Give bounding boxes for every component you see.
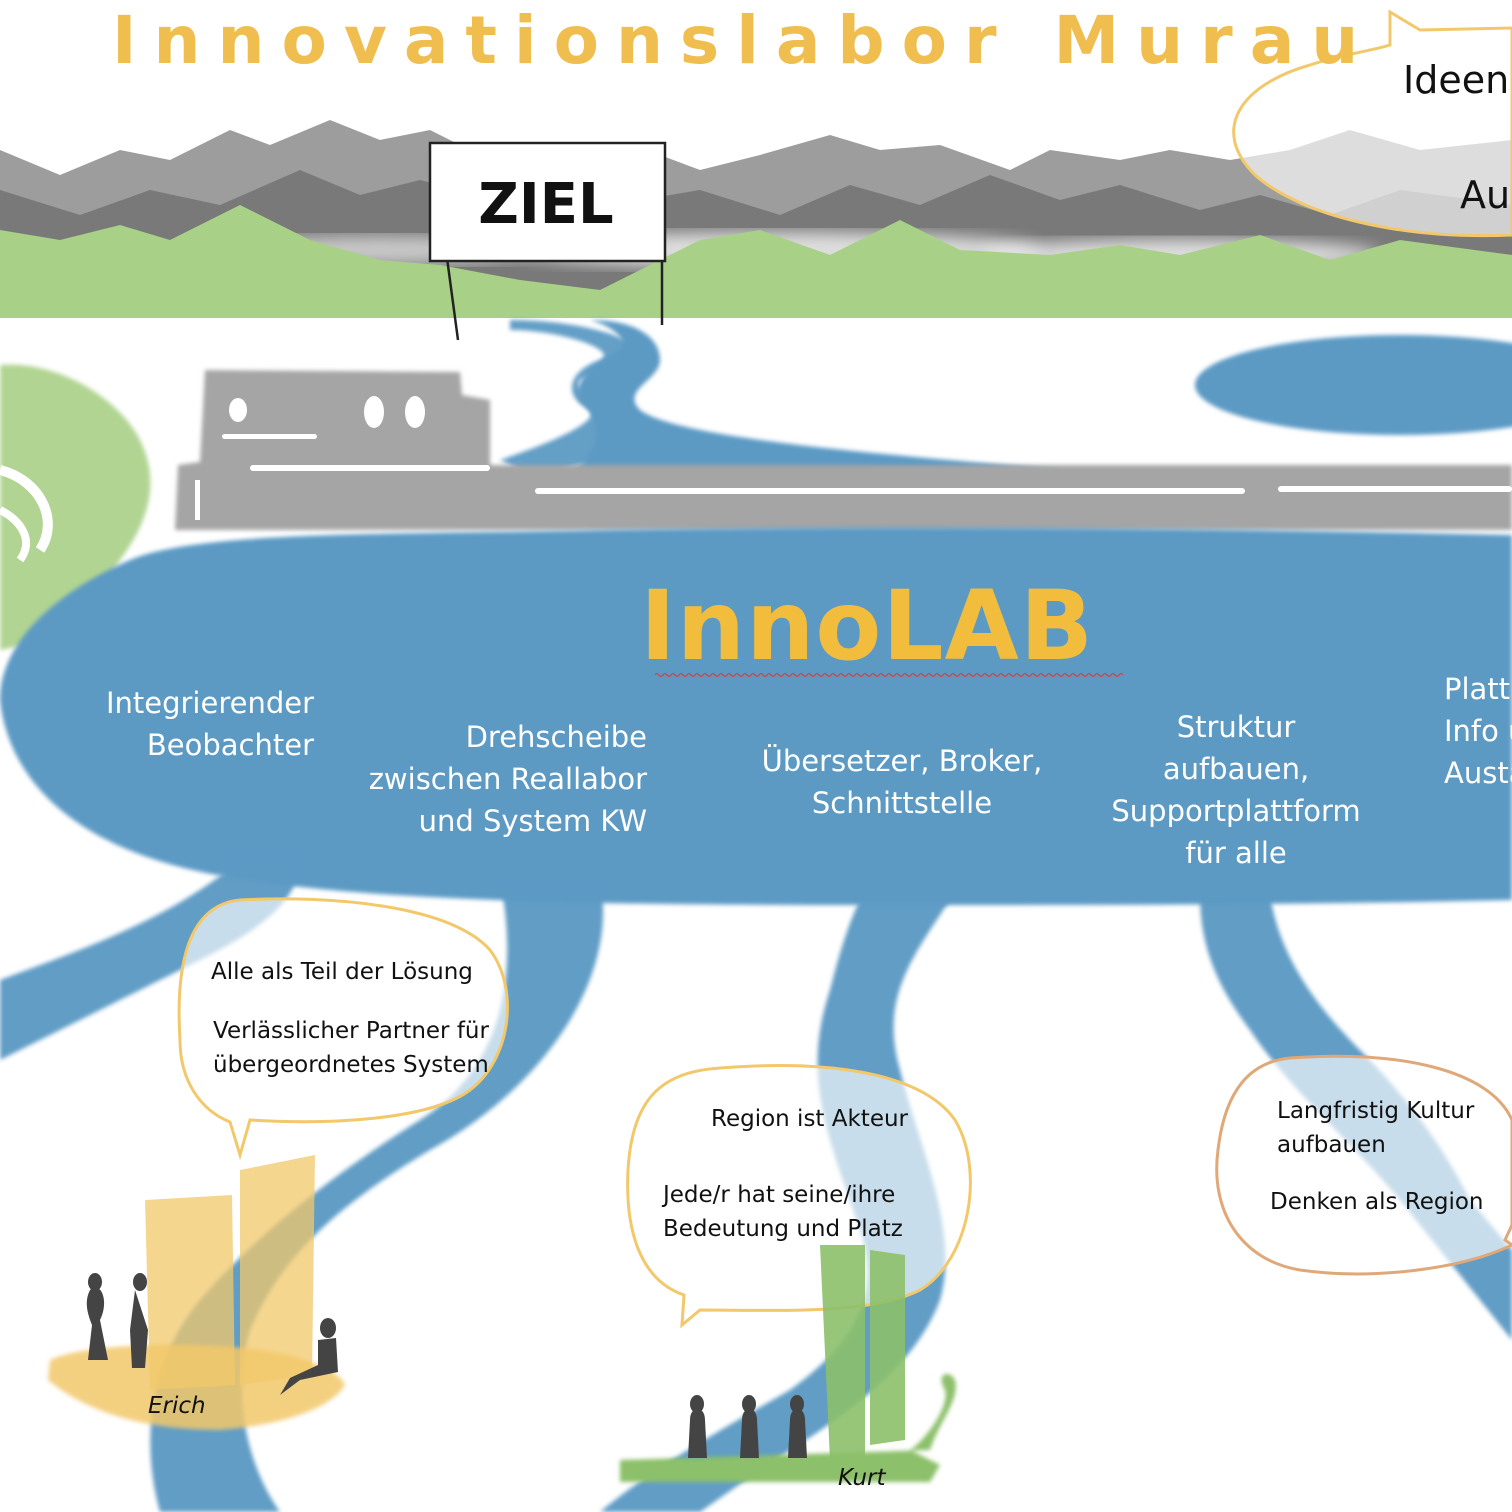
building-road xyxy=(175,370,1512,530)
role-structure: Struktur aufbauen, Supportplattform für … xyxy=(1111,710,1361,870)
bubble-3-line-1: Langfristig Kultur aufbauen xyxy=(1277,1098,1475,1158)
boat-name-erich: Erich xyxy=(148,1393,206,1419)
role-platform: Platt Info u Austa xyxy=(1444,672,1512,790)
role-integrating-observer: Integrierender Beobachter xyxy=(105,686,314,762)
bubble-1-line-1: Alle als Teil der Lösung xyxy=(211,959,473,985)
bubble-2-line-2: Jede/r hat seine/ihre Bedeutung und Plat… xyxy=(663,1182,903,1242)
boat-erich xyxy=(48,1155,345,1430)
innolab-lake xyxy=(0,527,1512,905)
speech-bubble-shapes xyxy=(177,9,1512,1329)
green-hills xyxy=(0,205,1512,318)
tree-shape xyxy=(0,364,151,650)
corner-bubble-text-2: Au xyxy=(1460,173,1511,217)
bubble-shape-3 xyxy=(1215,1054,1512,1276)
goal-sign xyxy=(428,141,667,341)
spellcheck-underline xyxy=(655,672,1124,678)
bubble-1-line-2: Verlässlicher Partner für übergeordnetes… xyxy=(213,1018,489,1078)
bubble-shape-1 xyxy=(177,897,509,1161)
boat-name-kurt: Kurt xyxy=(838,1465,886,1491)
bubble-2-line-1: Region ist Akteur xyxy=(711,1106,909,1132)
bubble-3-line-2: Denken als Region xyxy=(1270,1189,1484,1215)
boat-kurt xyxy=(620,1245,956,1482)
role-hub: Drehscheibe zwischen Reallabor und Syste… xyxy=(368,720,647,838)
corner-bubble-text-1: Ideen xyxy=(1403,58,1510,102)
page-title: Innovationslabor Murau xyxy=(112,2,1376,79)
role-translator: Übersetzer, Broker, Schnittstelle xyxy=(761,744,1043,820)
innolab-heading: InnoLAB xyxy=(640,570,1094,682)
goal-sign-label: ZIEL xyxy=(478,172,614,237)
pond xyxy=(1195,335,1512,435)
bubble-shape-corner xyxy=(1232,9,1512,238)
